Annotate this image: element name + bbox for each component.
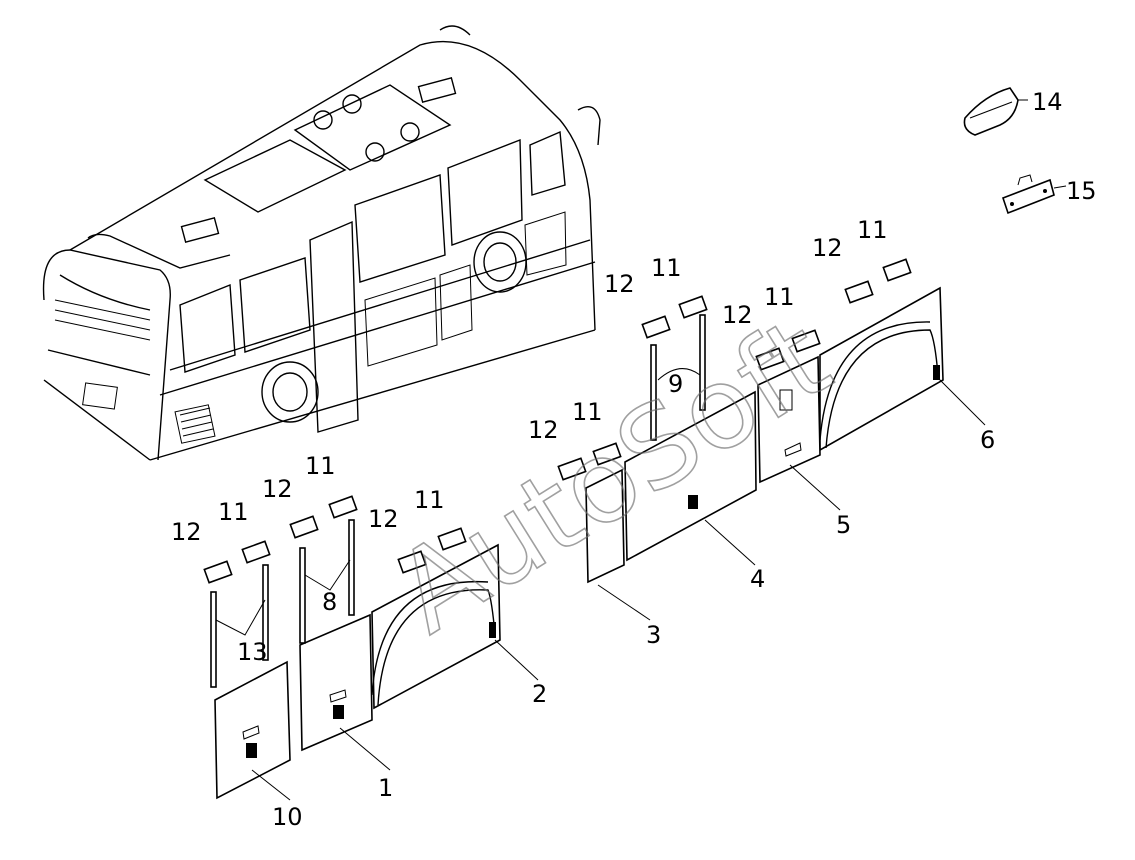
part-1-panel — [299, 613, 373, 752]
callout-12-b: 12 — [262, 475, 293, 503]
leader-2 — [494, 639, 539, 681]
bus-illustration — [42, 25, 601, 461]
part-4-panel — [624, 390, 757, 562]
callout-12-f: 12 — [604, 270, 635, 298]
callout-3: 3 — [646, 621, 661, 649]
callout-12-g: 12 — [722, 301, 753, 329]
leader-3 — [597, 584, 651, 621]
callout-11-b: 11 — [305, 452, 336, 480]
part-8-gas-struts — [299, 519, 355, 644]
callout-11-d: 11 — [857, 216, 888, 244]
leader-6 — [937, 377, 986, 426]
callout-12-c: 12 — [368, 505, 399, 533]
callout-12-e: 12 — [528, 416, 559, 444]
part-9-gas-struts — [650, 314, 706, 441]
part-15-plate — [1001, 174, 1067, 215]
part-10-panel — [214, 660, 291, 800]
callout-8: 8 — [322, 588, 337, 616]
callout-12-a: 12 — [171, 518, 202, 546]
leader-8 — [304, 559, 351, 591]
callout-10: 10 — [272, 803, 303, 831]
callout-11-c: 11 — [414, 486, 445, 514]
callout-1: 1 — [378, 774, 393, 802]
callout-15: 15 — [1066, 177, 1097, 205]
part-2-wheel-arch-panel — [371, 543, 501, 710]
callout-2: 2 — [532, 680, 547, 708]
hinges-left-group — [203, 495, 467, 584]
hinges-right-group — [557, 258, 912, 481]
part-5-panel — [757, 355, 821, 484]
callout-12-d: 12 — [812, 234, 843, 262]
watermark: AutoSoft — [374, 293, 851, 658]
part-6-wheel-arch-panel — [819, 286, 944, 452]
callout-11-a: 11 — [218, 498, 249, 526]
callout-6: 6 — [980, 426, 995, 454]
callout-13: 13 — [237, 638, 268, 666]
callout-4: 4 — [750, 565, 765, 593]
callout-11-f: 11 — [651, 254, 682, 282]
part-13-gas-struts — [210, 564, 269, 688]
callout-14: 14 — [1032, 88, 1063, 116]
part-14-lamp — [963, 87, 1028, 136]
callout-11-e: 11 — [572, 398, 603, 426]
part-3-panel — [585, 468, 625, 584]
leader-9 — [657, 368, 701, 381]
leader-4 — [704, 519, 756, 566]
callout-5: 5 — [836, 511, 851, 539]
leader-10 — [251, 769, 291, 801]
leader-1 — [339, 727, 391, 771]
callout-9: 9 — [668, 370, 683, 398]
leader-13 — [215, 599, 266, 636]
leader-5 — [789, 464, 841, 511]
callout-11-g: 11 — [764, 283, 795, 311]
